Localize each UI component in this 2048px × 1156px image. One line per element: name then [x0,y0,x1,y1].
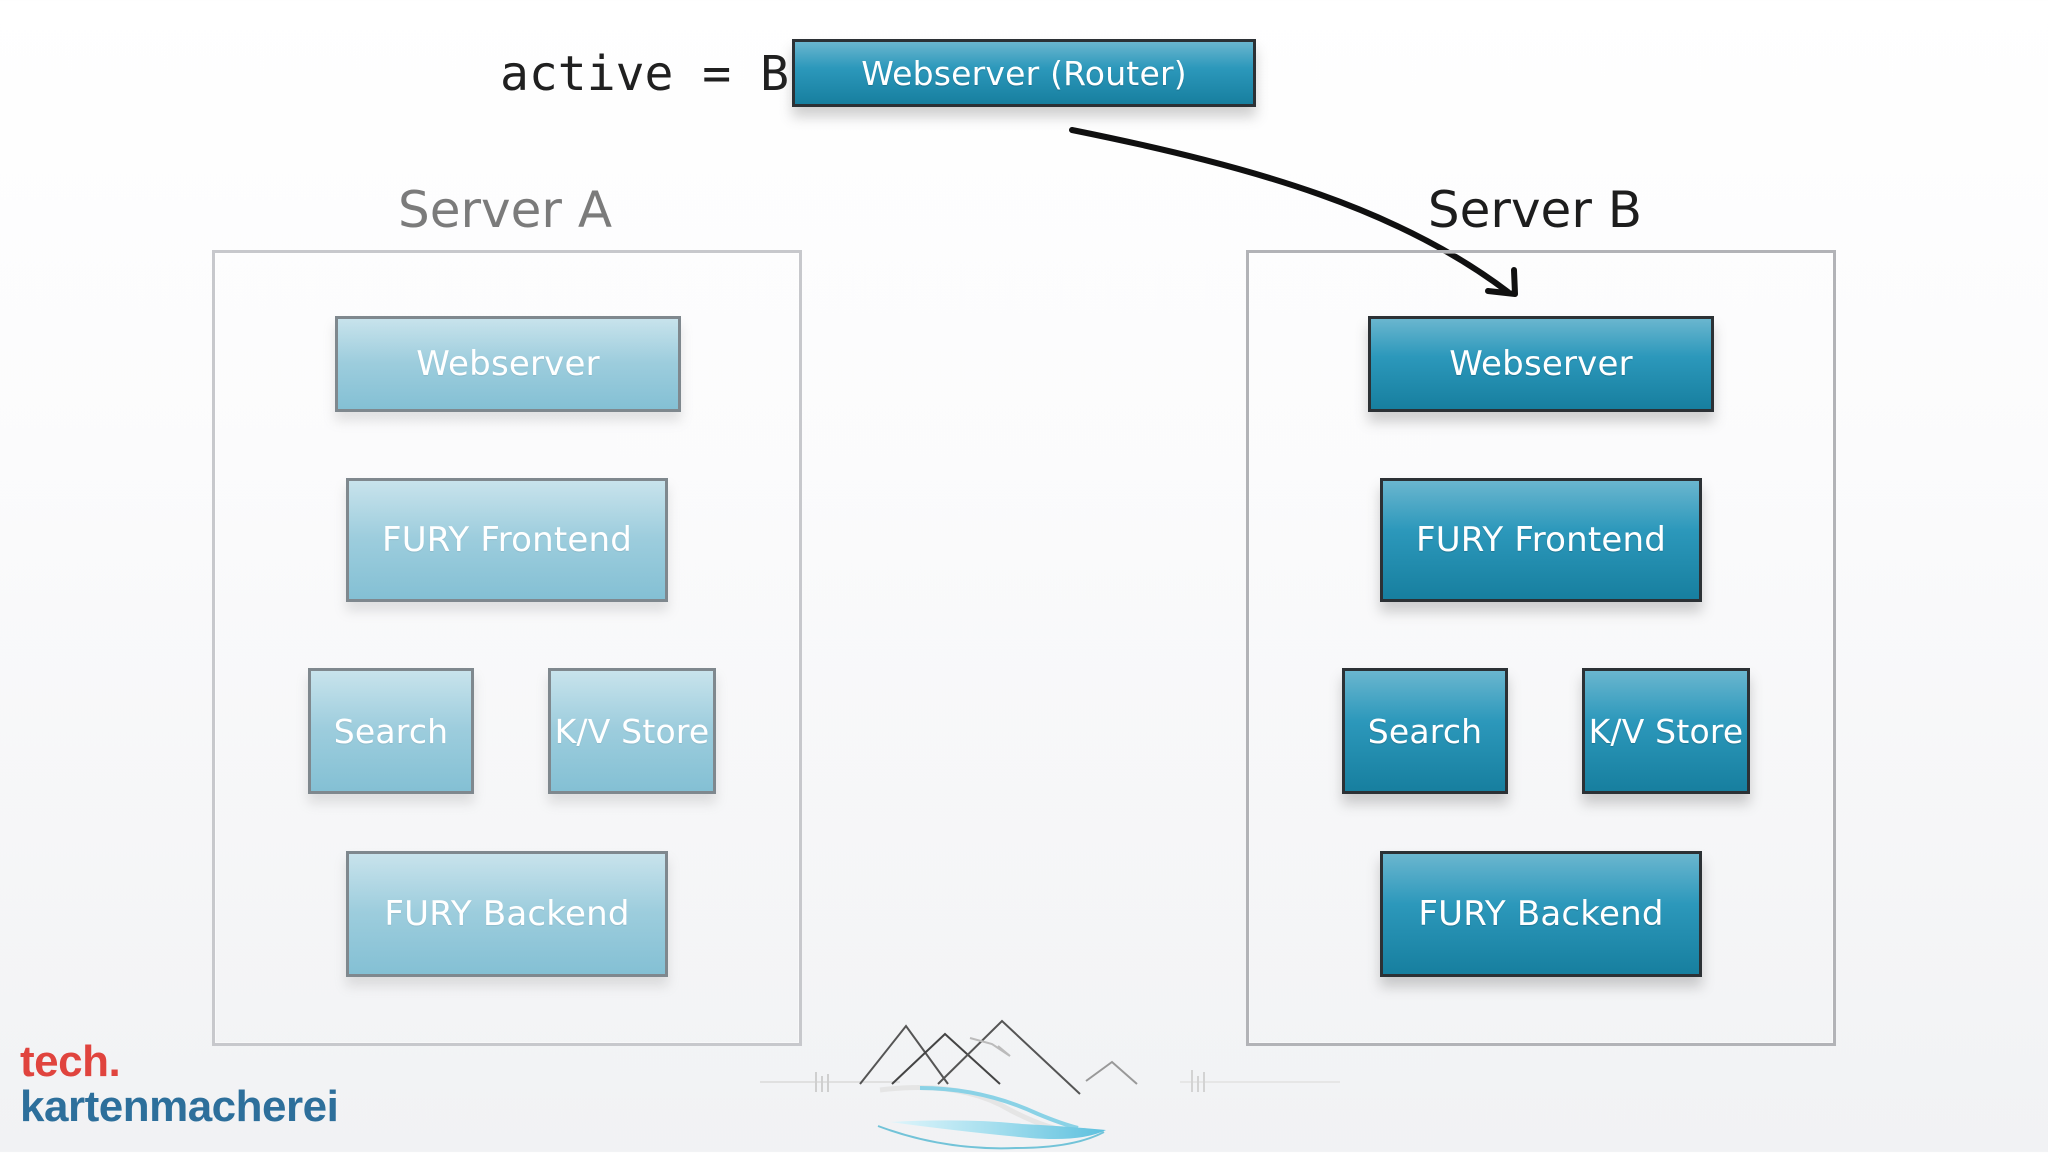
brand-logo-top: tech. [20,1037,121,1086]
active-label: active = B [500,46,789,102]
router-webserver-box: Webserver (Router) [792,39,1256,107]
server-a-frame [212,250,802,1046]
brand-logo: tech. kartenmacherei [20,1040,400,1132]
brand-logo-bottom: kartenmacherei [20,1082,339,1131]
server-a-search-box: Search [308,668,474,794]
server-b-backend-box: FURY Backend [1380,851,1702,977]
server-a-title: Server A [397,181,613,239]
server-a-frontend-box: FURY Frontend [346,478,668,602]
server-a-backend-box: FURY Backend [346,851,668,977]
server-b-webserver-box: Webserver [1368,316,1714,412]
server-a-kv-store-box: K/V Store [548,668,716,794]
server-b-frontend-box: FURY Frontend [1380,478,1702,602]
server-b-search-box: Search [1342,668,1508,794]
server-b-title: Server B [1427,181,1643,239]
server-a-webserver-box: Webserver [335,316,681,412]
server-b-kv-store-box: K/V Store [1582,668,1750,794]
server-b-frame [1246,250,1836,1046]
